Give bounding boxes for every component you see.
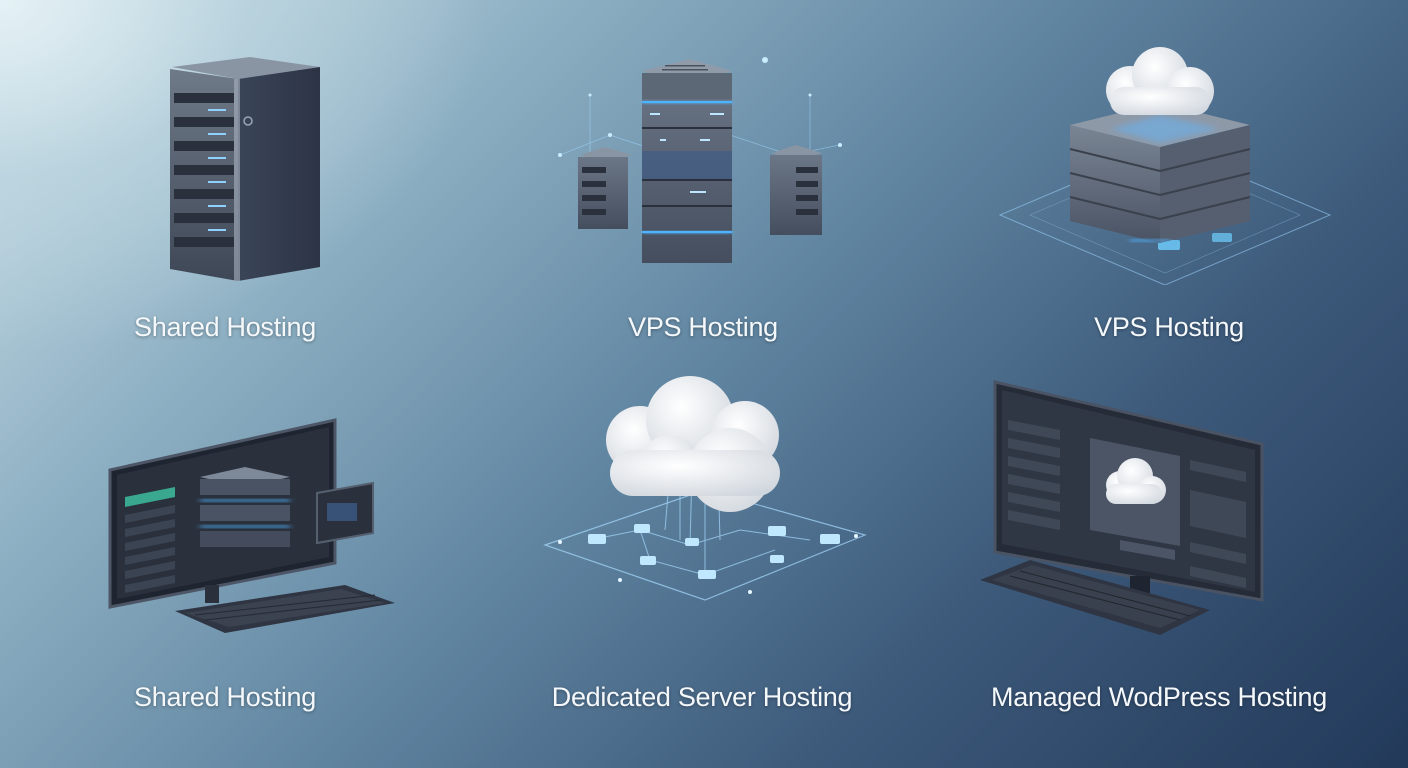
desktop-dashboard-icon [105, 415, 405, 655]
card-label: Dedicated Server Hosting [551, 682, 853, 712]
cloud-server-cube-icon [990, 35, 1340, 285]
card-managed-wordpress-hosting[interactable]: Managed WodPress Hosting [940, 370, 1408, 768]
card-vps-hosting-2[interactable]: VPS Hosting [940, 0, 1408, 370]
card-label: VPS Hosting [1094, 312, 1244, 342]
card-shared-hosting-2[interactable]: Shared Hosting [0, 370, 470, 768]
server-tower-icon [160, 55, 330, 295]
card-label: Managed WodPress Hosting [991, 682, 1327, 712]
card-shared-hosting-1[interactable]: Shared Hosting [0, 0, 470, 370]
card-dedicated-server-hosting[interactable]: Dedicated Server Hosting [470, 370, 940, 768]
server-stack-icon [550, 55, 850, 275]
card-label: VPS Hosting [628, 312, 778, 342]
card-label: Shared Hosting [134, 312, 316, 342]
desktop-cloud-icon [970, 380, 1290, 640]
cloud-network-icon [540, 370, 870, 610]
card-label: Shared Hosting [134, 682, 316, 712]
card-vps-hosting-1[interactable]: VPS Hosting [470, 0, 940, 370]
